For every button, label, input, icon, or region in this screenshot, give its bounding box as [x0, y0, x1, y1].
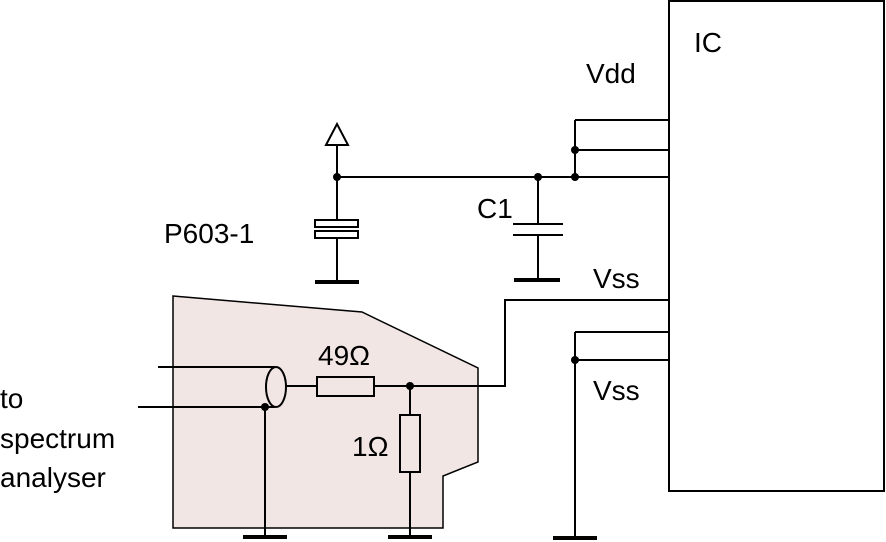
vss-label-top: Vss — [593, 263, 640, 294]
capacitor-label: C1 — [477, 193, 513, 224]
probe-body — [172, 295, 479, 529]
output-label-line-2: spectrum — [0, 423, 115, 454]
resistor-49-ohm — [286, 376, 414, 397]
coax-connector-icon — [138, 366, 287, 539]
vdd-pins — [571, 119, 669, 181]
output-label-line-3: analyser — [0, 462, 106, 493]
resistor-shunt-label: 1Ω — [352, 431, 389, 462]
output-label-line-1: to — [0, 383, 23, 414]
output-label: to spectrum analyser — [0, 383, 123, 493]
vss-ground-pins — [553, 331, 669, 540]
probe-p603-1-symbol — [314, 177, 359, 284]
supply-arrow-icon — [324, 121, 350, 146]
probe-label: P603-1 — [164, 218, 254, 249]
ic-label: IC — [694, 27, 722, 58]
vss-signal-wire — [410, 299, 669, 387]
resistor-1-ohm — [388, 386, 432, 539]
vdd-label: Vdd — [586, 58, 636, 89]
vss-label-bottom: Vss — [593, 375, 640, 406]
ic-block — [668, 0, 885, 492]
capacitor-c1 — [513, 173, 563, 282]
resistor-series-label: 49Ω — [318, 340, 370, 371]
